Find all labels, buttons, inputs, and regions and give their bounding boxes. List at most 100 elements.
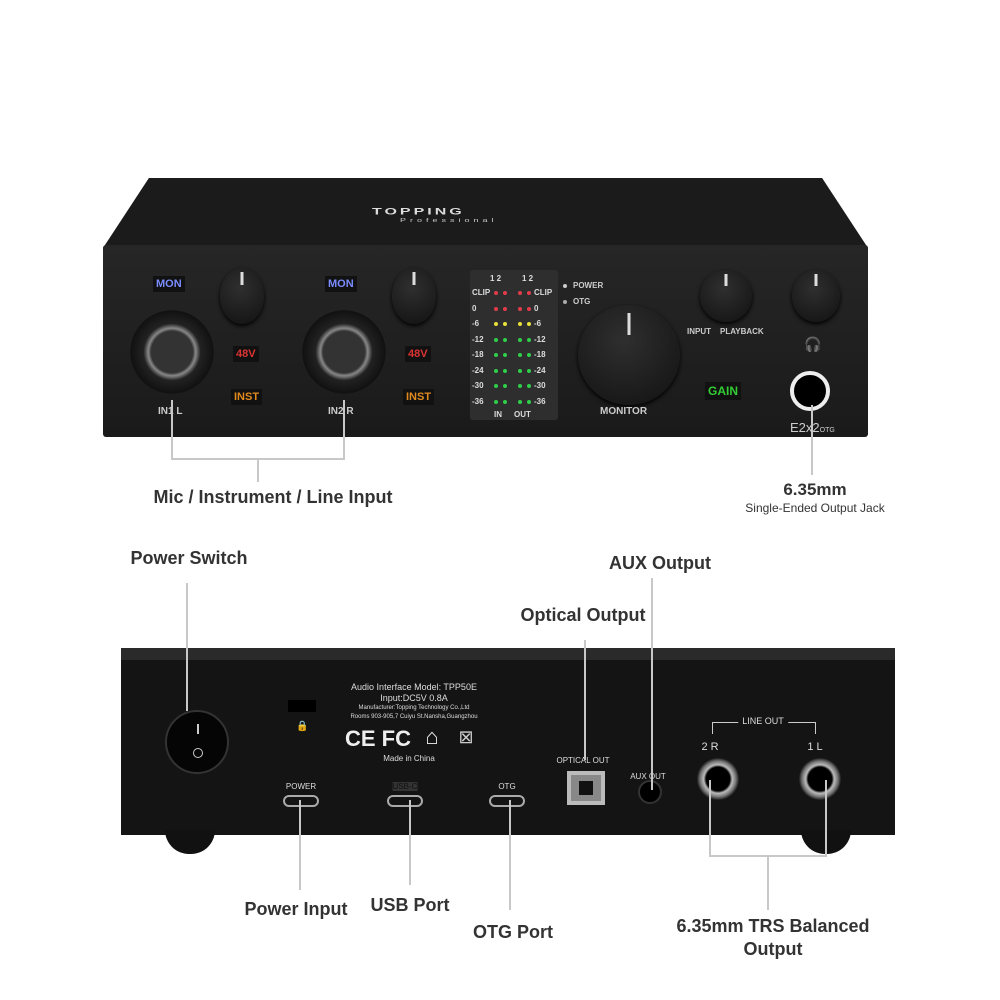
aux-jack: [638, 780, 662, 804]
power-led: [563, 284, 567, 288]
gain-knob-1[interactable]: [220, 268, 264, 324]
meter-led: [494, 322, 498, 326]
optical-callout: Optical Output: [520, 605, 646, 625]
meter-channels-out: 1 2: [522, 274, 534, 283]
meter-label-left: -18: [472, 350, 484, 359]
meter-label-right: CLIP: [534, 288, 553, 297]
headphone-icon: 🎧: [804, 336, 822, 352]
meter-label-left: -12: [472, 334, 484, 344]
aux-label: AUX OUT: [630, 772, 666, 781]
meter-led: [527, 384, 531, 388]
optical-label: OPTICAL OUT: [556, 756, 610, 765]
meter-led: [494, 384, 498, 388]
meter-led: [518, 306, 522, 311]
otg-port-callout: OTG Port: [473, 922, 553, 942]
phantom-button-1[interactable]: 48V: [233, 346, 259, 362]
meter-label-right: -12: [534, 334, 546, 344]
meter-led: [527, 353, 531, 357]
meter-label-right: -36: [534, 396, 546, 406]
combo-jack-1: [130, 310, 214, 394]
meter-led: [527, 399, 531, 404]
meter-led: [527, 306, 531, 311]
meter-led: [494, 368, 498, 373]
model-name: E2x2: [790, 420, 820, 435]
gain-knob-2[interactable]: [392, 268, 436, 324]
gain-button[interactable]: GAIN: [705, 382, 741, 400]
kensington-slot: [288, 700, 316, 712]
meter-led: [518, 337, 522, 342]
power-switch-callout: Power Switch: [130, 548, 248, 568]
otg-led-label: OTG: [573, 297, 591, 306]
headphone-knob[interactable]: [792, 270, 840, 322]
weee-bin-icon: ⊠: [458, 727, 474, 747]
meter-label-left: -6: [472, 319, 480, 328]
brand-sub: Professional: [400, 217, 498, 223]
meter-led: [518, 322, 522, 326]
meter-led: [494, 337, 498, 342]
trs-callout: 6.35mm TRS Balanced Output: [676, 916, 870, 959]
meter-led: [518, 291, 522, 295]
inst-button-1[interactable]: INST: [231, 389, 263, 405]
meter-led: [527, 337, 531, 342]
meter-label-left: -30: [472, 381, 484, 390]
input-label: INPUT: [687, 327, 711, 336]
line-out-label: LINE OUT: [738, 716, 788, 726]
meter-led: [518, 399, 522, 404]
meter-led: [527, 322, 531, 326]
meter-led: [494, 399, 498, 404]
otg-port: [489, 795, 525, 807]
meter-led: [503, 384, 507, 388]
model-suffix: OTG: [819, 427, 835, 434]
phantom-button-2[interactable]: 48V: [405, 346, 431, 362]
line-out-jack-2r: [697, 758, 739, 800]
meter-led: [494, 291, 498, 295]
usb-port: [387, 795, 423, 807]
meter-label-left: CLIP: [472, 288, 491, 297]
meter-led: [494, 306, 498, 311]
inst-button-2[interactable]: INST: [403, 389, 435, 405]
headphone-jack: [790, 371, 830, 411]
meter-led: [503, 337, 507, 342]
monitor-knob[interactable]: [578, 305, 680, 405]
meter-led: [527, 368, 531, 373]
playback-label: PLAYBACK: [720, 327, 764, 336]
power-port-label: POWER: [285, 782, 317, 791]
meter-led: [527, 291, 531, 295]
meter-label-right: -30: [534, 381, 546, 390]
power-port: [283, 795, 319, 807]
meter-led: [503, 399, 507, 404]
home-icon: ⌂: [425, 724, 439, 749]
input1-label: IN1 L: [158, 406, 183, 417]
usb-port-callout: USB Port: [370, 895, 450, 915]
meter-label-left: -24: [472, 365, 484, 375]
device-top: [103, 178, 868, 248]
info-address: Rooms 903-905,7 Cuiyu St.Nansha,Guangzho…: [350, 714, 478, 720]
meter-label-right: -24: [534, 365, 546, 375]
meter-led: [503, 353, 507, 357]
foot-left: [165, 830, 215, 854]
info-manufacturer: Manufacturer:Topping Technology Co.,Ltd: [358, 705, 470, 711]
mon-button-1[interactable]: MON: [153, 276, 185, 292]
jack-callout-sub: Single-Ended Output Jack: [745, 501, 885, 515]
optical-port: [567, 771, 605, 805]
meter-label-left: -36: [472, 396, 484, 406]
meter-led: [503, 368, 507, 373]
meter-led: [518, 384, 522, 388]
otg-port-label: OTG: [498, 782, 516, 791]
meter-label-right: -18: [534, 350, 546, 359]
meter-led: [518, 368, 522, 373]
meter-out-label: OUT: [514, 410, 531, 419]
line-out-jack-1l: [799, 758, 841, 800]
jack-callout-title: 6.35mm: [783, 480, 847, 499]
line-out-2r-label: 2 R: [701, 741, 719, 753]
info-model: Audio Interface Model: TPP50E: [351, 682, 477, 692]
meter-channels-in: 1 2: [490, 274, 502, 283]
meter-led: [503, 291, 507, 295]
brand-logo: TOPPING: [372, 206, 465, 217]
lock-icon: 🔒: [296, 721, 309, 732]
mon-button-2[interactable]: MON: [325, 276, 357, 292]
meter-label-right: 0: [534, 303, 539, 313]
mix-knob[interactable]: [700, 270, 752, 322]
power-switch[interactable]: [165, 710, 229, 774]
